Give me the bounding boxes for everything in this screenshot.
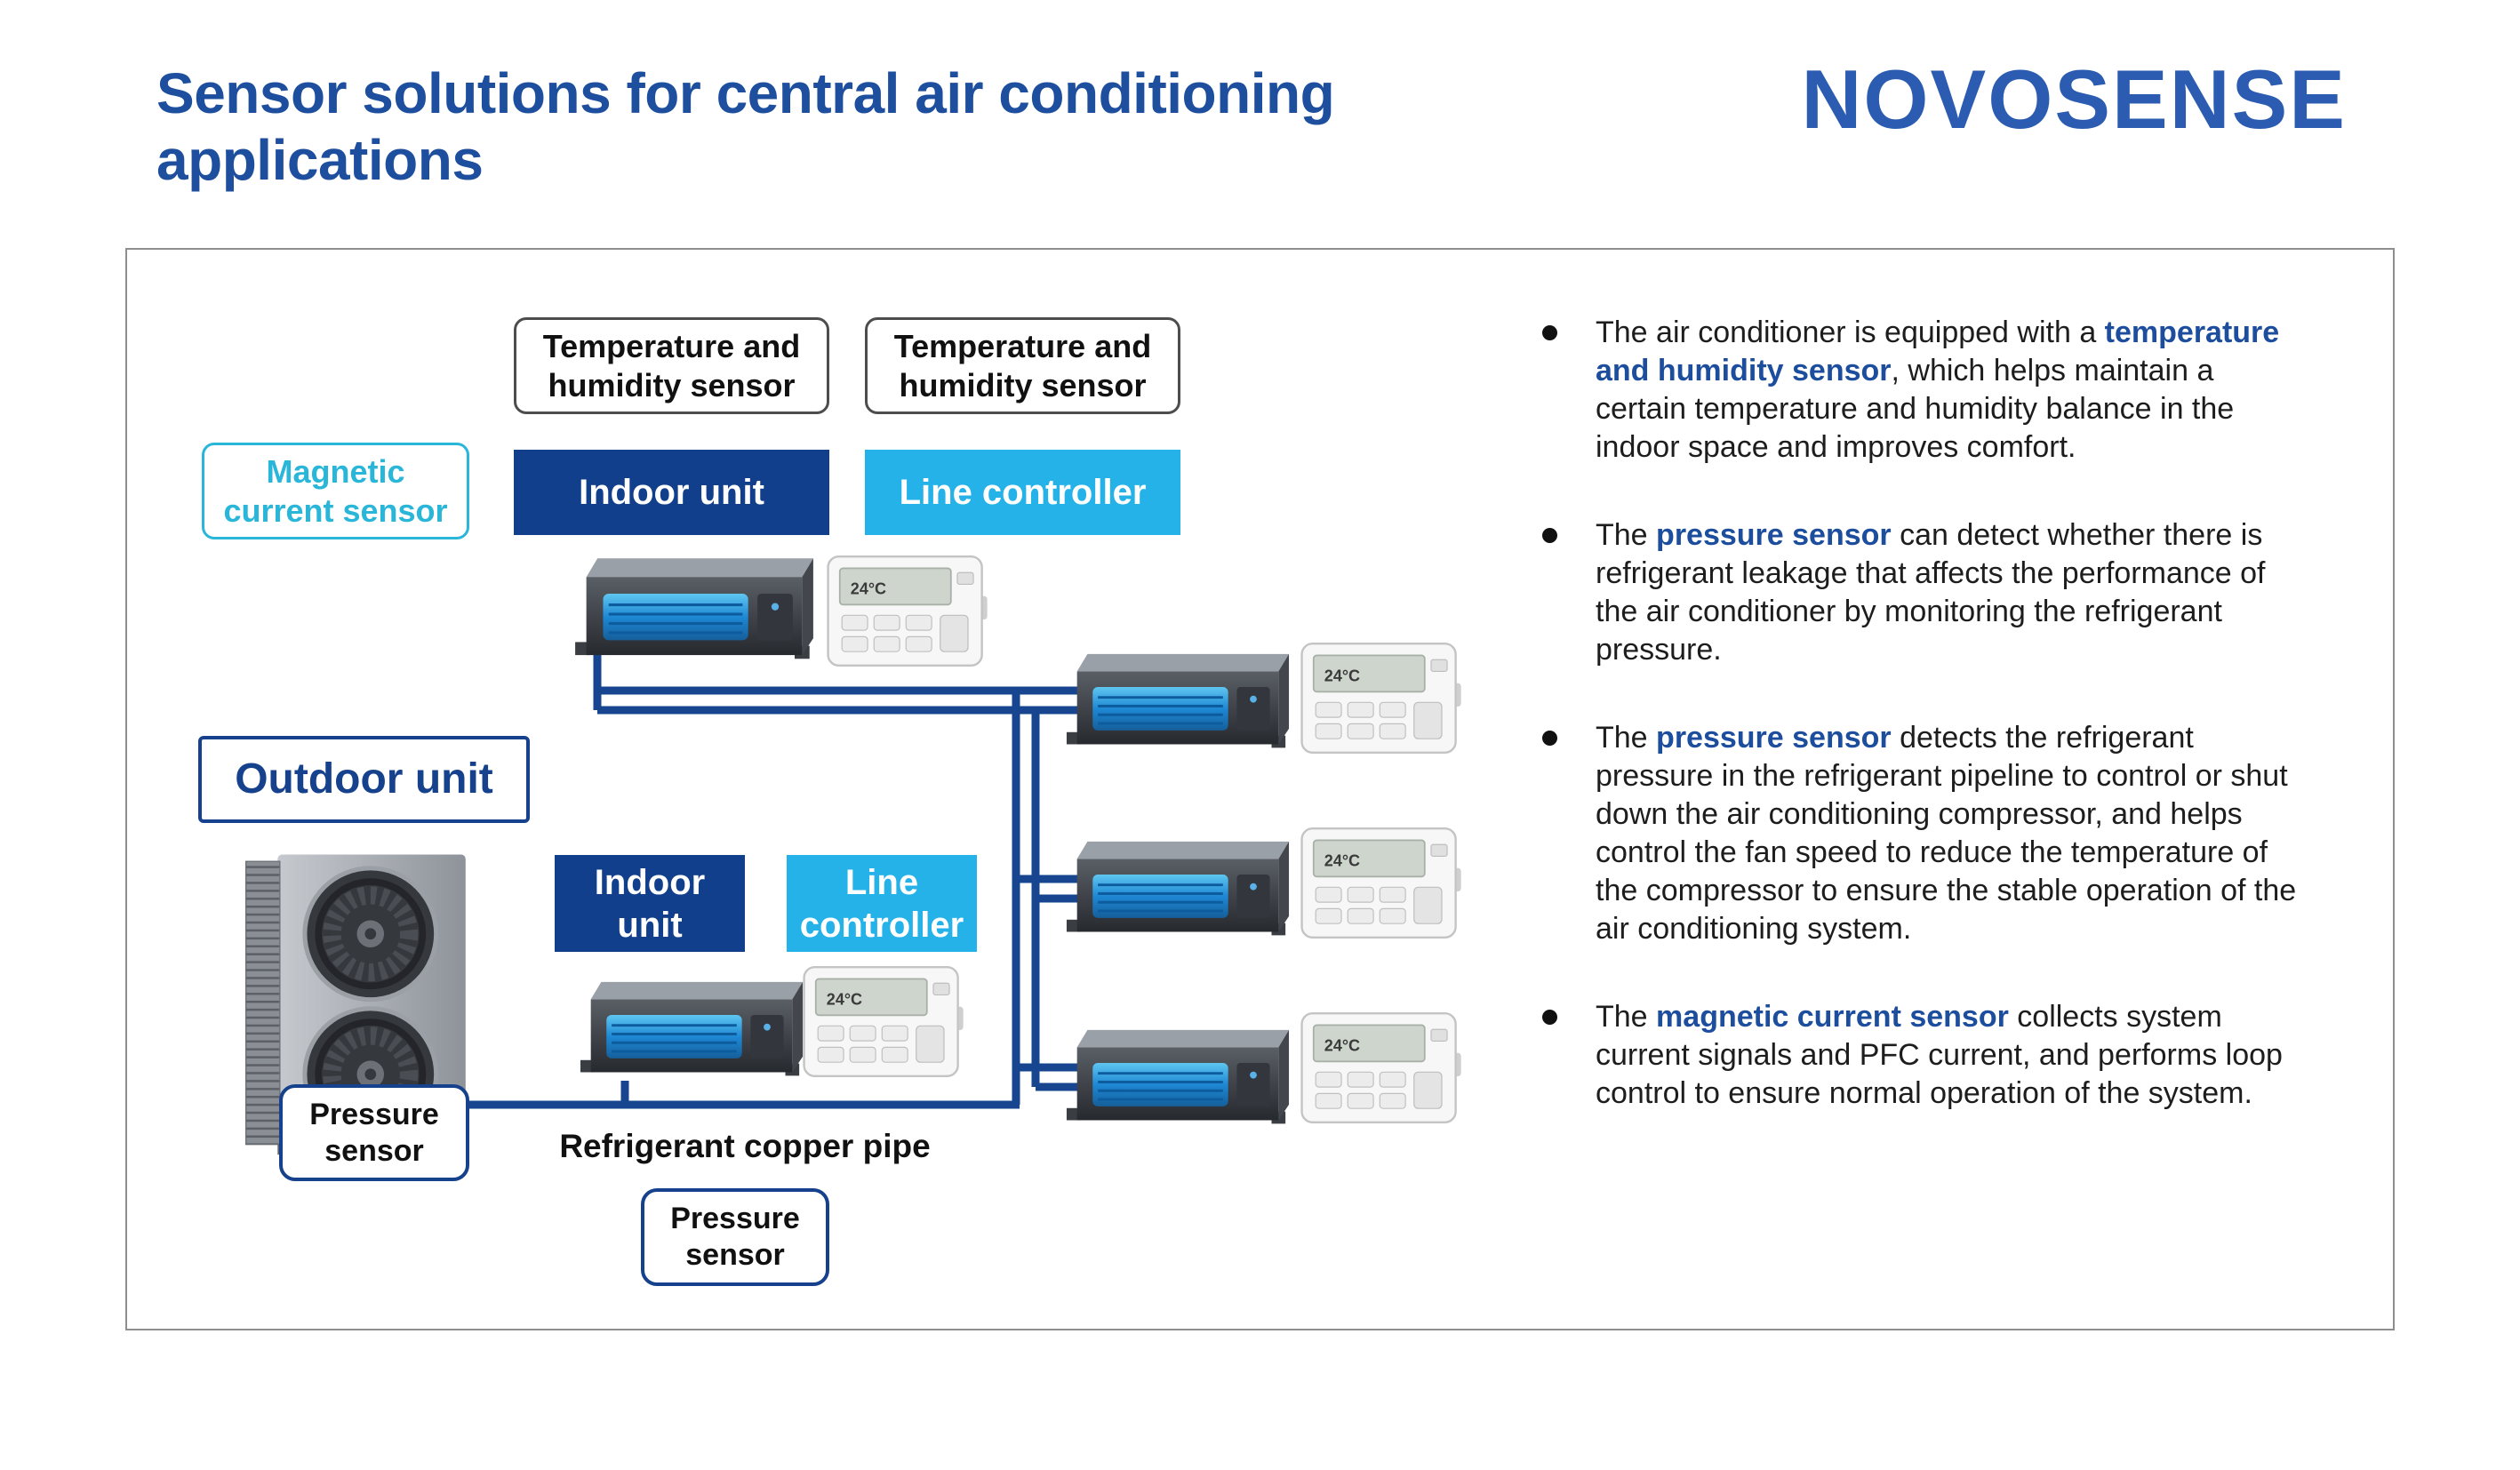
line-controller-label-1: Line controller [865,450,1180,535]
bullet-post: collects system current signals and PFC … [1596,1000,2283,1110]
line-controller-image-3 [1300,643,1461,754]
line-controller-image-2 [803,966,964,1077]
info-bullets: The air conditioner is equipped with a t… [1530,314,2305,1162]
bullet-text-4: The magnetic current sensor collects sys… [1596,998,2305,1113]
outdoor-unit-label: Outdoor unit [198,736,530,823]
bullet-item-1: The air conditioner is equipped with a t… [1530,314,2305,467]
bullet-post: can detect whether there is refrigerant … [1596,518,2266,667]
pressure-sensor-label-1: Pressure sensor [279,1084,469,1181]
bullet-item-4: The magnetic current sensor collects sys… [1530,998,2305,1113]
line-controller-label-2: Line controller [787,855,977,952]
bullet-pre: The [1596,1000,1657,1034]
refrigerant-pipe-label: Refrigerant copper pipe [559,1128,931,1164]
indoor-unit-image-1 [573,556,815,660]
brand-logo: NOVOSENSE [1801,52,2347,146]
bullet-pre: The [1596,721,1657,755]
page-title: Sensor solutions for central air conditi… [156,60,1335,194]
bullet-highlight: pressure sensor [1656,721,1892,755]
diagram-panel: Temperature and humidity sensor Temperat… [125,248,2395,1330]
indoor-unit-image-2 [579,980,804,1077]
bullet-text-3: The pressure sensor detects the refriger… [1596,719,2305,948]
bullet-highlight: pressure sensor [1656,518,1892,552]
bullet-dot [1542,731,1557,746]
bullet-pre: The [1596,518,1657,552]
bullet-text-2: The pressure sensor can detect whether t… [1596,516,2305,669]
bullet-post: , which helps maintain a certain tempera… [1596,354,2235,464]
bullet-text-1: The air conditioner is equipped with a t… [1596,314,2305,467]
bullet-pre: The air conditioner is equipped with a [1596,316,2105,349]
line-controller-image-4 [1300,827,1461,939]
bullet-highlight: temperature and humidity sensor [1596,316,2280,387]
pressure-sensor-label-2: Pressure sensor [641,1188,829,1286]
bullet-item-2: The pressure sensor can detect whether t… [1530,516,2305,669]
bullet-dot [1542,528,1557,543]
line-controller-image-1 [827,555,988,667]
indoor-unit-label-1: Indoor unit [514,450,829,535]
bullet-dot [1542,1010,1557,1025]
temp-humidity-sensor-label-1: Temperature and humidity sensor [514,317,829,414]
page-title-line1: Sensor solutions for central air conditi… [156,61,1335,125]
indoor-unit-label-2: Indoor unit [555,855,745,952]
indoor-unit-image-5 [1065,1028,1291,1125]
indoor-unit-image-4 [1065,840,1291,937]
line-controller-image-5 [1300,1012,1461,1123]
bullet-highlight: magnetic current sensor [1656,1000,2009,1034]
temp-humidity-sensor-label-2: Temperature and humidity sensor [865,317,1180,414]
indoor-unit-image-3 [1065,652,1291,749]
magnetic-current-sensor-label: Magnetic current sensor [202,443,469,539]
bullet-item-3: The pressure sensor detects the refriger… [1530,719,2305,948]
bullet-post: detects the refrigerant pressure in the … [1596,721,2297,946]
bullet-dot [1542,325,1557,340]
page-title-line2: applications [156,127,484,192]
